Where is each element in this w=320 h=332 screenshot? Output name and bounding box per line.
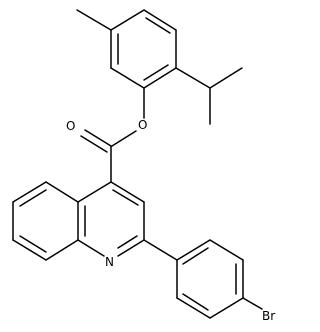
bond-ester-o-to-carbonyl — [111, 130, 137, 147]
bond-pyr-c2-n — [117, 239, 145, 257]
bond-pyr-c4a-c4 — [77, 181, 112, 203]
bond-pyr-c2-n-inner — [117, 235, 138, 249]
atom-carbonyl-oxygen: O — [66, 119, 75, 133]
bond-ring1-a — [110, 9, 145, 31]
bond-benzo-c5-c6-inner — [19, 189, 47, 207]
bond-pyr-n-c8a — [77, 239, 105, 257]
molecule-structure-diagram: O O N Br — [12, 9, 275, 323]
bond-ring1-b-inner — [145, 17, 171, 34]
bond-benzo-c4a-c5 — [45, 181, 79, 203]
atom-ester-oxygen: O — [138, 118, 147, 132]
bond-pyr-c4-c3 — [110, 181, 145, 203]
bond-pyr-c4-c3-inner — [112, 189, 139, 206]
bond-benzo-c5-c6 — [12, 181, 47, 203]
bond-ring1-e — [110, 67, 145, 89]
bond-methyl — [76, 9, 112, 31]
bond-ring1-d-inner — [143, 64, 169, 81]
bonds — [12, 9, 263, 319]
atom-labels: O O N Br — [66, 118, 275, 323]
bond-ph-b — [209, 239, 244, 261]
bond-isopropyl-2 — [209, 67, 243, 89]
bond-benzo-c7-c8 — [12, 239, 47, 261]
bond-ring1-d — [143, 67, 177, 89]
bond-ph-d — [209, 297, 244, 319]
bond-isopropyl-1 — [175, 67, 211, 89]
bond-ph-e-inner — [182, 293, 209, 311]
atom-ring-nitrogen: N — [105, 255, 114, 269]
bond-c-br — [242, 297, 263, 310]
bond-c2-to-phenyl — [143, 239, 178, 261]
bond-ph-e — [176, 297, 211, 319]
bond-carbonyl-double-1 — [84, 129, 112, 147]
bond-benzo-c7-c8-inner — [19, 235, 47, 253]
bond-ph-a-inner — [182, 247, 209, 265]
bond-ph-a — [176, 239, 211, 261]
atom-bromine: Br — [262, 309, 275, 323]
bond-benzo-c8-c8a — [45, 239, 79, 261]
bond-carbonyl-double-2 — [80, 135, 108, 153]
bond-ring1-b — [143, 9, 177, 31]
